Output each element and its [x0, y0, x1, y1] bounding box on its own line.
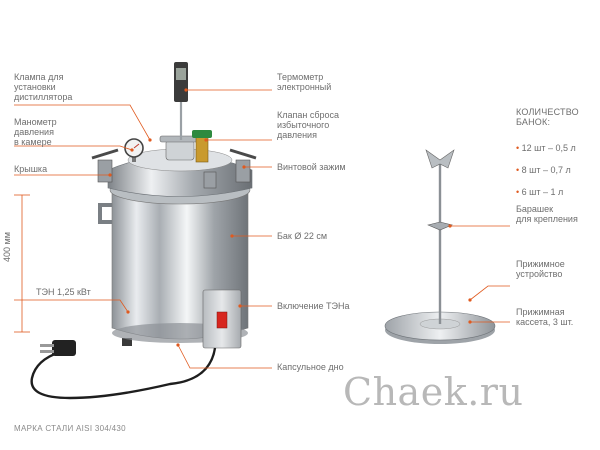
screw-clamps	[91, 148, 257, 189]
autoclave	[30, 62, 257, 400]
press-cassette-stand	[384, 149, 496, 344]
heater-switch-box	[202, 289, 242, 349]
power-plug	[40, 340, 76, 356]
label-clamp: Клампа для установки дистиллятора	[14, 72, 73, 102]
pressure-valve	[192, 130, 212, 163]
height-dimension: 400 мм	[2, 232, 12, 262]
foot	[122, 338, 132, 346]
watermark: Chaek.ru	[343, 370, 524, 414]
label-manometer: Манометр давления в камере	[14, 117, 57, 147]
label-capsule-bottom: Капсульное дно	[277, 362, 344, 372]
quantity-item: • 6 шт – 1 л	[516, 187, 564, 197]
label-valve: Клапан сброса избыточного давления	[277, 110, 340, 140]
label-heater-switch: Включение ТЭНа	[277, 301, 350, 311]
label-lid: Крышка	[14, 164, 48, 174]
electronic-thermometer	[174, 62, 188, 140]
label-wing-nut: Барашек для крепления	[516, 204, 578, 224]
label-tank: Бак Ø 22 см	[277, 231, 328, 241]
label-press-cassette: Прижимная кассета, 3 шт.	[516, 307, 574, 327]
label-press-device: Прижимное устройство	[516, 259, 565, 279]
label-screw-clamp: Винтовой зажим	[277, 162, 346, 172]
callout-dots	[108, 88, 472, 347]
press-device	[425, 149, 455, 169]
power-cable	[30, 347, 217, 400]
manometer-gauge	[124, 138, 144, 162]
wing-nut	[427, 221, 453, 231]
steel-grade-note: МАРКА СТАЛИ AISI 304/430	[14, 424, 126, 433]
quantity-title: КОЛИЧЕСТВО БАНОК:	[516, 107, 579, 127]
side-handle	[98, 203, 112, 224]
label-thermometer: Термометр электронный	[277, 72, 332, 92]
quantity-item: • 12 шт – 0,5 л	[516, 143, 576, 153]
quantity-list: • 12 шт – 0,5 л • 8 шт – 0,7 л • 6 шт – …	[516, 132, 576, 209]
callout-lines	[14, 89, 510, 369]
label-heater: ТЭН 1,25 кВт	[36, 287, 91, 297]
quantity-item: • 8 шт – 0,7 л	[516, 165, 571, 175]
